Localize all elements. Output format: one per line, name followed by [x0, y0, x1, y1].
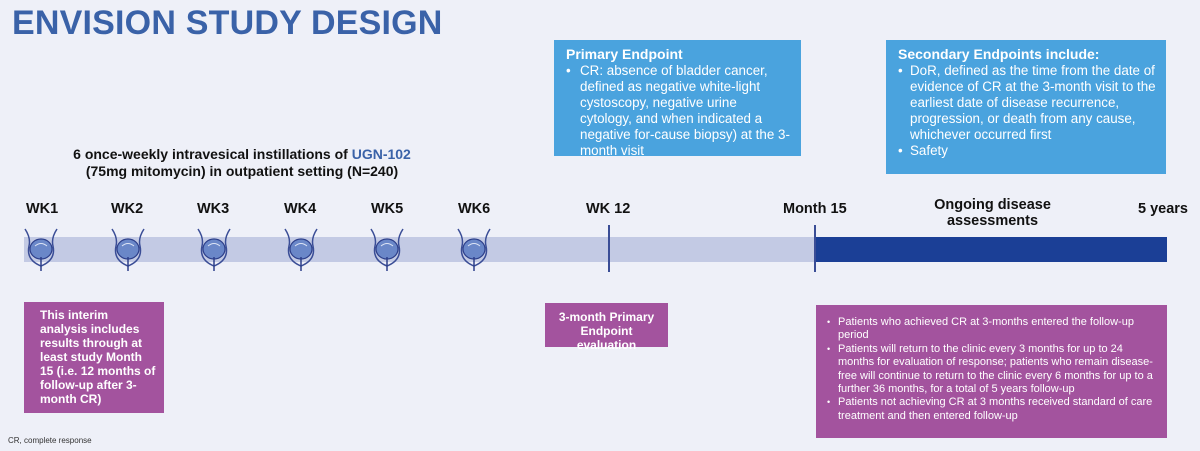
secondary-endpoint-item: DoR, defined as the time from the date o… — [898, 63, 1156, 143]
ongoing-assessments-label: Ongoing disease assessments — [934, 197, 1051, 229]
instillation-line2: (75mg mitomycin) in outpatient setting (… — [85, 163, 399, 179]
instillation-description: 6 once-weekly intravesical instillations… — [62, 146, 422, 180]
secondary-endpoint-item: Safety — [898, 143, 1156, 159]
month15-label: Month 15 — [783, 201, 847, 217]
week-label: WK3 — [197, 201, 230, 217]
week-label: WK5 — [371, 201, 404, 217]
bladder-icon — [197, 228, 231, 271]
wk12-label: WK 12 — [586, 201, 631, 217]
followup-notes-box: Patients who achieved CR at 3-months ent… — [816, 305, 1167, 438]
followup-item: Patients not achieving CR at 3 months re… — [827, 396, 1157, 423]
secondary-endpoints-heading: Secondary Endpoints include: — [898, 46, 1100, 62]
month15-tick — [814, 225, 816, 272]
primary-endpoint-heading: Primary Endpoint — [566, 46, 683, 62]
wk12-tick — [608, 225, 610, 272]
bladder-icon — [284, 228, 318, 271]
bladder-icon — [24, 228, 58, 271]
bladder-icon — [457, 228, 491, 271]
week-label: WK1 — [26, 201, 59, 217]
bladder-icon — [370, 228, 404, 271]
primary-endpoint-item: CR: absence of bladder cancer, defined a… — [566, 63, 791, 159]
five-years-label: 5 years — [1138, 201, 1188, 217]
timeline-treatment-track — [24, 237, 815, 262]
week-label: WK6 — [458, 201, 491, 217]
three-month-evaluation-note: 3-month Primary Endpoint evaluation — [545, 303, 668, 352]
week-label: WK2 — [111, 201, 144, 217]
primary-endpoint-box: Primary Endpoint CR: absence of bladder … — [554, 40, 801, 159]
timeline-followup-track — [815, 237, 1167, 262]
followup-item: Patients who achieved CR at 3-months ent… — [827, 316, 1157, 343]
footnote: CR, complete response — [8, 436, 92, 445]
instillation-line1: 6 once-weekly intravesical instillations… — [73, 146, 352, 162]
week-label: WK4 — [284, 201, 317, 217]
bladder-icon — [111, 228, 145, 271]
page-title: ENVISION STUDY DESIGN — [12, 4, 443, 42]
followup-item: Patients will return to the clinic every… — [827, 343, 1157, 397]
secondary-endpoints-box: Secondary Endpoints include: DoR, define… — [886, 40, 1166, 174]
drug-name: UGN-102 — [351, 146, 411, 162]
interim-analysis-note: This interim analysis includes results t… — [24, 302, 164, 413]
